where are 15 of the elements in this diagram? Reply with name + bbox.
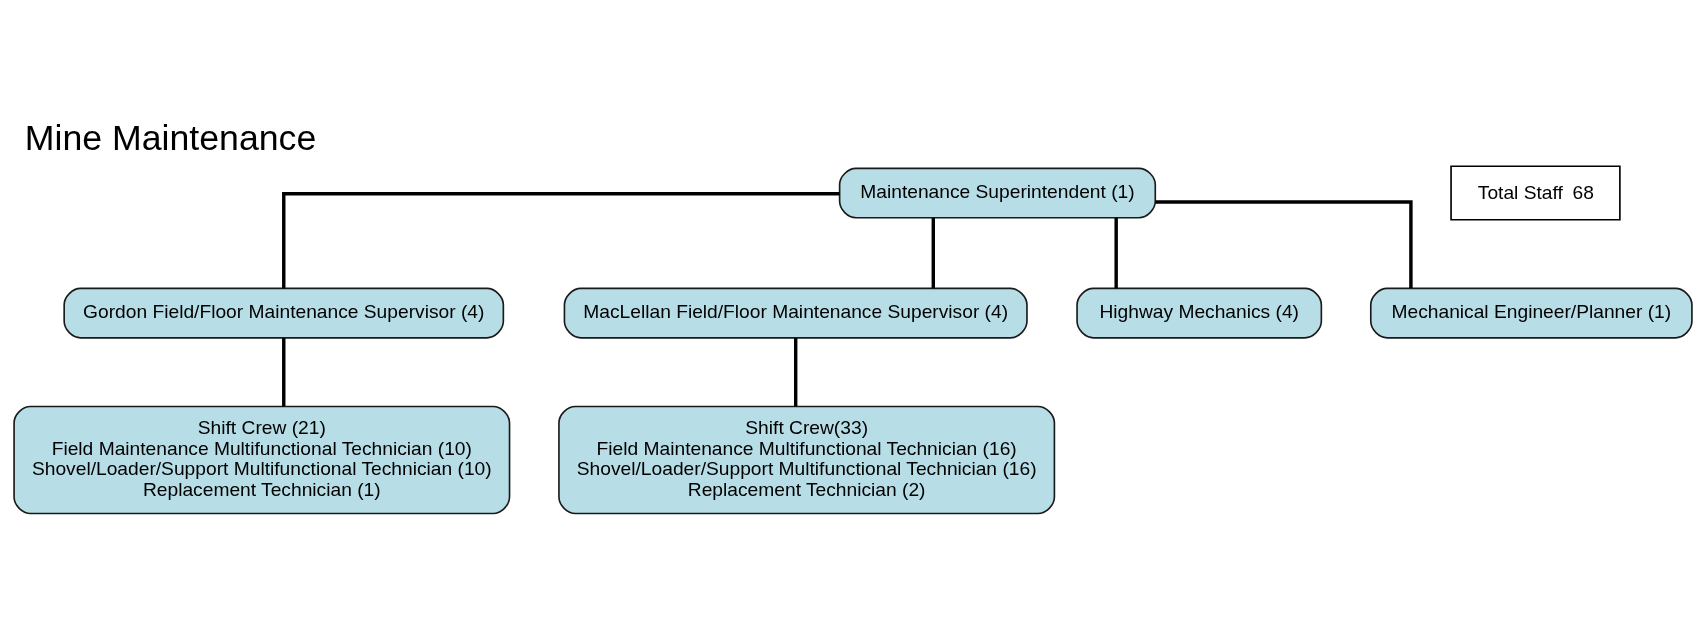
connector	[794, 338, 798, 407]
node-box: Shift Crew (21) Field Maintenance Multifunctional Technician (10) Shovel/Loader/Support Multifunctional Technician (10) Replacement Technician (1)	[13, 405, 511, 515]
node-box: Gordon Field/Floor Maintenance Supervisor (4)	[63, 287, 505, 339]
connector	[282, 192, 840, 289]
node-box: Mechanical Engineer/Planner (1)	[1369, 287, 1693, 339]
node-box: Highway Mechanics (4)	[1076, 287, 1323, 339]
connector	[282, 338, 286, 407]
node-box: MacLellan Field/Floor Maintenance Supervisor (4)	[563, 287, 1028, 339]
node-box: Shift Crew(33) Field Maintenance Multifunctional Technician (16) Shovel/Loader/Support Multifunctional Technician (16) Replacement Technician (2)	[558, 405, 1056, 515]
node-box: Total Staff 68	[1450, 165, 1621, 221]
connector	[1114, 217, 1118, 289]
node-box: Maintenance Superintendent (1)	[838, 167, 1157, 219]
connector	[931, 217, 935, 289]
diagram-title: Mine Maintenance	[24, 117, 317, 158]
connector	[1155, 200, 1413, 288]
